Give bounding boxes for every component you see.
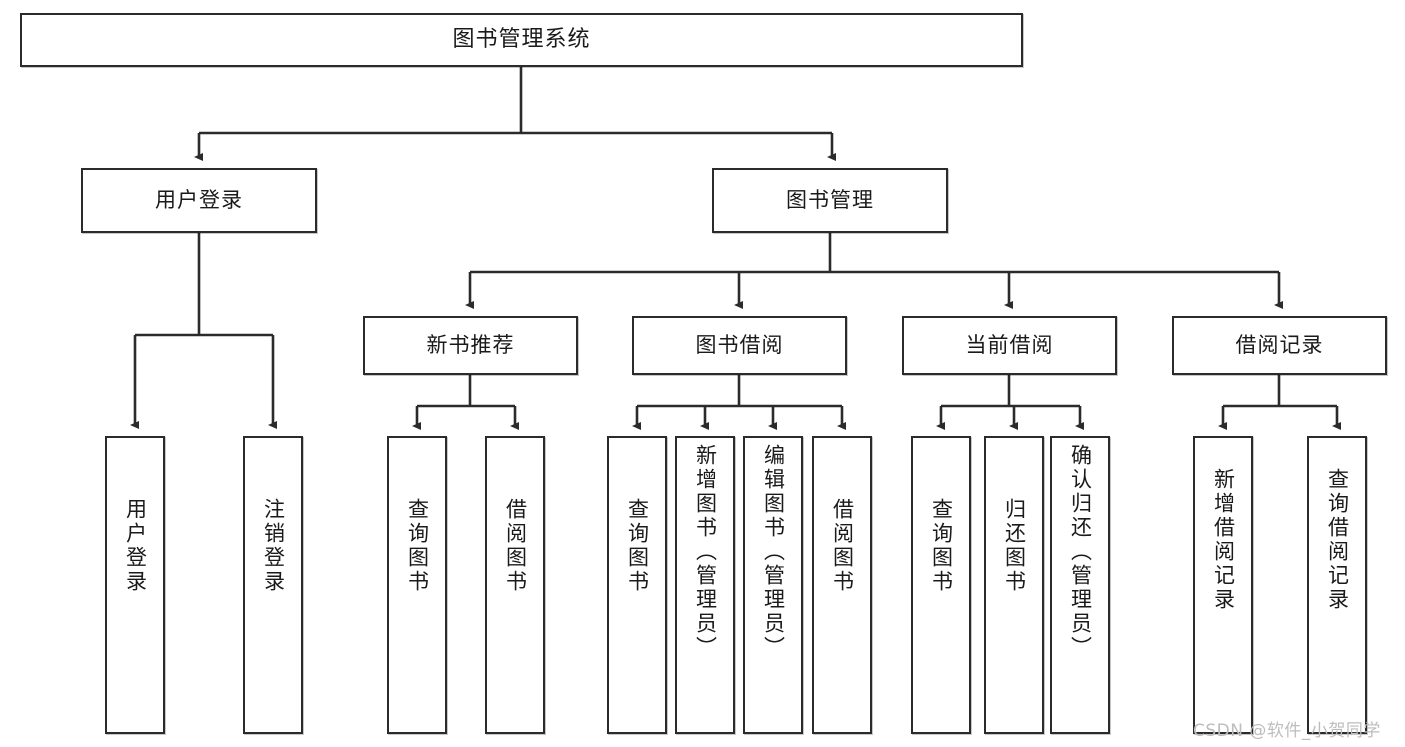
node-leaf-confirm-return[interactable]: 确认归还（管理员） (1050, 436, 1110, 734)
node-leaf-query-book-2[interactable]: 查询图书 (607, 436, 667, 734)
node-current-borrow-label: 当前借阅 (965, 333, 1054, 358)
node-leaf-query-book-3-label: 查询图书 (929, 498, 954, 594)
node-leaf-borrow-book-2[interactable]: 借阅图书 (812, 436, 872, 734)
node-user-login-label: 用户登录 (155, 188, 243, 213)
node-leaf-query-book-1[interactable]: 查询图书 (387, 436, 447, 734)
node-leaf-return-book-label: 归还图书 (1002, 498, 1027, 594)
node-current-borrow[interactable]: 当前借阅 (902, 316, 1117, 375)
node-leaf-add-book[interactable]: 新增图书（管理员） (675, 436, 735, 734)
node-book-manage-label: 图书管理 (786, 188, 874, 213)
node-leaf-user-login-label: 用户登录 (123, 498, 148, 594)
node-new-book-rec[interactable]: 新书推荐 (363, 316, 578, 375)
node-leaf-add-record-label: 新增借阅记录 (1211, 468, 1236, 612)
node-book-borrow-label: 图书借阅 (695, 333, 784, 358)
node-leaf-query-book-2-label: 查询图书 (625, 498, 650, 594)
node-leaf-user-login[interactable]: 用户登录 (105, 436, 165, 734)
node-leaf-query-book-1-label: 查询图书 (405, 498, 430, 594)
node-leaf-add-record[interactable]: 新增借阅记录 (1193, 436, 1253, 734)
node-leaf-return-book[interactable]: 归还图书 (984, 436, 1044, 734)
node-root[interactable]: 图书管理系统 (20, 13, 1023, 67)
node-leaf-add-book-label: 新增图书（管理员） (693, 444, 718, 660)
node-leaf-edit-book[interactable]: 编辑图书（管理员） (743, 436, 803, 734)
node-leaf-edit-book-label: 编辑图书（管理员） (761, 444, 786, 660)
node-leaf-user-logout-label: 注销登录 (261, 498, 286, 594)
node-leaf-query-record-label: 查询借阅记录 (1325, 468, 1350, 612)
node-borrow-record[interactable]: 借阅记录 (1172, 316, 1387, 375)
node-leaf-user-logout[interactable]: 注销登录 (243, 436, 303, 734)
node-book-borrow[interactable]: 图书借阅 (632, 316, 847, 375)
node-book-manage[interactable]: 图书管理 (712, 168, 948, 233)
node-borrow-record-label: 借阅记录 (1235, 333, 1324, 358)
node-leaf-borrow-book-1-label: 借阅图书 (503, 498, 528, 594)
node-new-book-rec-label: 新书推荐 (426, 333, 515, 358)
node-user-login[interactable]: 用户登录 (81, 168, 317, 233)
node-root-label: 图书管理系统 (452, 27, 591, 53)
node-leaf-query-record[interactable]: 查询借阅记录 (1307, 436, 1367, 734)
node-leaf-query-book-3[interactable]: 查询图书 (911, 436, 971, 734)
csdn-watermark: CSDN @软件_小贺同学 (1193, 721, 1381, 741)
node-leaf-confirm-return-label: 确认归还（管理员） (1068, 444, 1093, 660)
node-leaf-borrow-book-2-label: 借阅图书 (830, 498, 855, 594)
node-leaf-borrow-book-1[interactable]: 借阅图书 (485, 436, 545, 734)
